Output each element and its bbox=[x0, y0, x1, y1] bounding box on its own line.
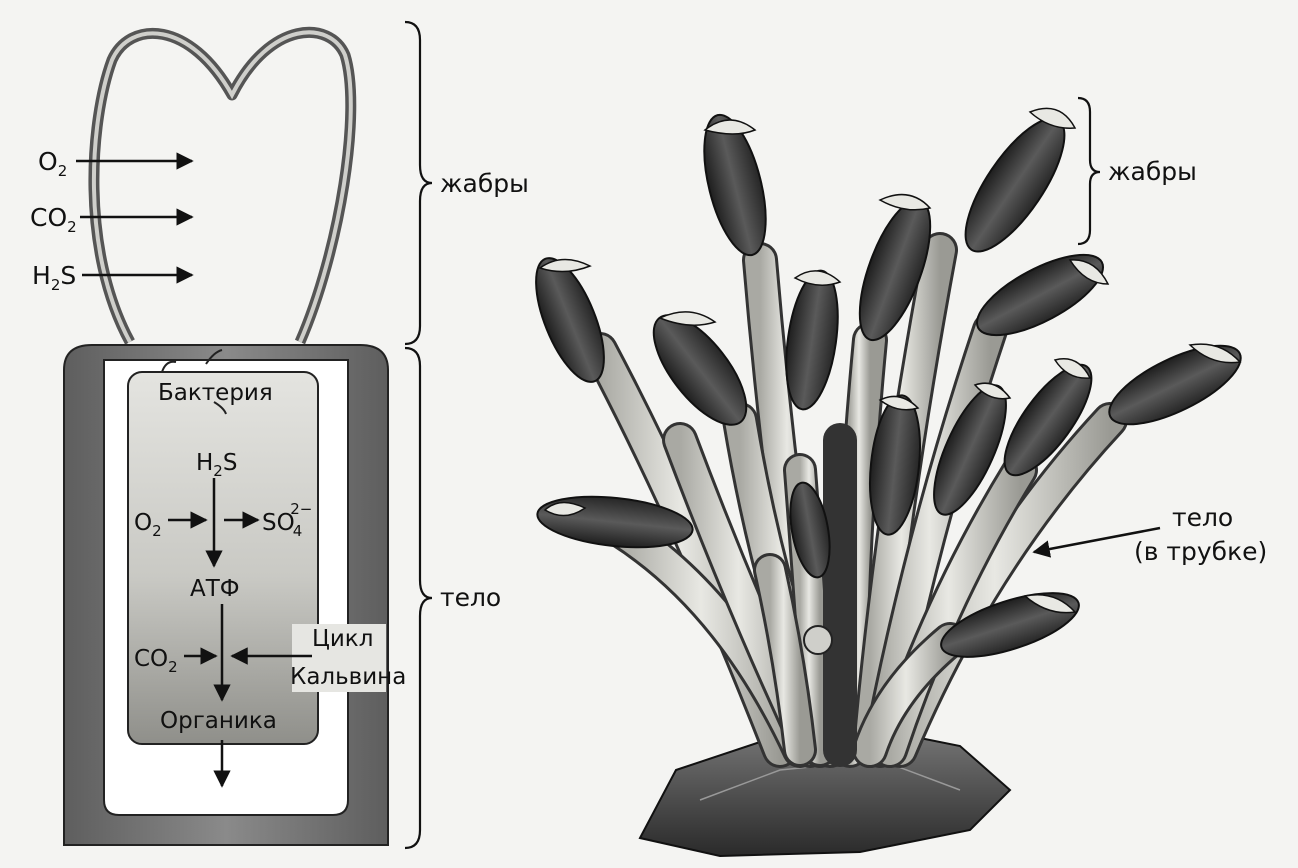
rock bbox=[638, 726, 1012, 858]
o2-internal: O2 bbox=[134, 510, 162, 540]
bacterium-label: Бактерия bbox=[158, 380, 273, 406]
calvin-cycle-label-2: Кальвина bbox=[290, 664, 406, 690]
atp-label: АТФ bbox=[190, 576, 240, 602]
so4-internal: SO42− bbox=[262, 500, 312, 540]
input-o2: O2 bbox=[38, 147, 194, 180]
illustration-body-label-2: (в трубке) bbox=[1134, 537, 1267, 566]
svg-text:CO2: CO2 bbox=[30, 203, 77, 236]
flagellum bbox=[161, 360, 177, 373]
worm-schematic: O2 CO2 H2S Бактерия H2S O2 SO42− АТФ CO2… bbox=[30, 20, 529, 850]
illustration-gills-brace bbox=[1077, 96, 1101, 246]
tubeworm-illustration: жабры тело (в трубке) bbox=[535, 96, 1267, 858]
calvin-cycle-label-1: Цикл bbox=[312, 626, 373, 652]
gills-label: жабры bbox=[440, 169, 529, 198]
organics-label: Органика bbox=[160, 708, 277, 734]
gill-plume bbox=[933, 384, 1007, 516]
gill-plume bbox=[869, 394, 921, 536]
flagellum bbox=[205, 349, 223, 365]
gills-brace bbox=[404, 20, 433, 346]
flagellum bbox=[213, 401, 227, 415]
input-co2: CO2 bbox=[30, 203, 194, 236]
illustration-body-label-1: тело bbox=[1172, 503, 1233, 532]
gill-plume bbox=[975, 253, 1105, 337]
svg-text:H2S: H2S bbox=[32, 261, 76, 294]
svg-text:O2: O2 bbox=[38, 147, 67, 180]
gill-plume bbox=[785, 269, 839, 411]
gill-plume bbox=[964, 117, 1066, 253]
h2s-internal: H2S bbox=[196, 450, 237, 480]
gill-plume bbox=[535, 257, 605, 383]
body-label: тело bbox=[440, 583, 501, 612]
illustration-body-pointer bbox=[1032, 526, 1161, 558]
calvin-label-backdrop bbox=[292, 624, 386, 692]
illustration-gills-label: жабры bbox=[1108, 157, 1197, 186]
tube-bulb bbox=[803, 625, 833, 655]
gill-plume bbox=[703, 113, 767, 257]
input-h2s: H2S bbox=[32, 261, 194, 294]
gill-plume bbox=[1003, 363, 1093, 477]
gill-plume-small bbox=[789, 481, 831, 579]
co2-internal: CO2 bbox=[134, 646, 178, 676]
gill-plume bbox=[1108, 344, 1242, 426]
body-brace bbox=[404, 346, 433, 850]
